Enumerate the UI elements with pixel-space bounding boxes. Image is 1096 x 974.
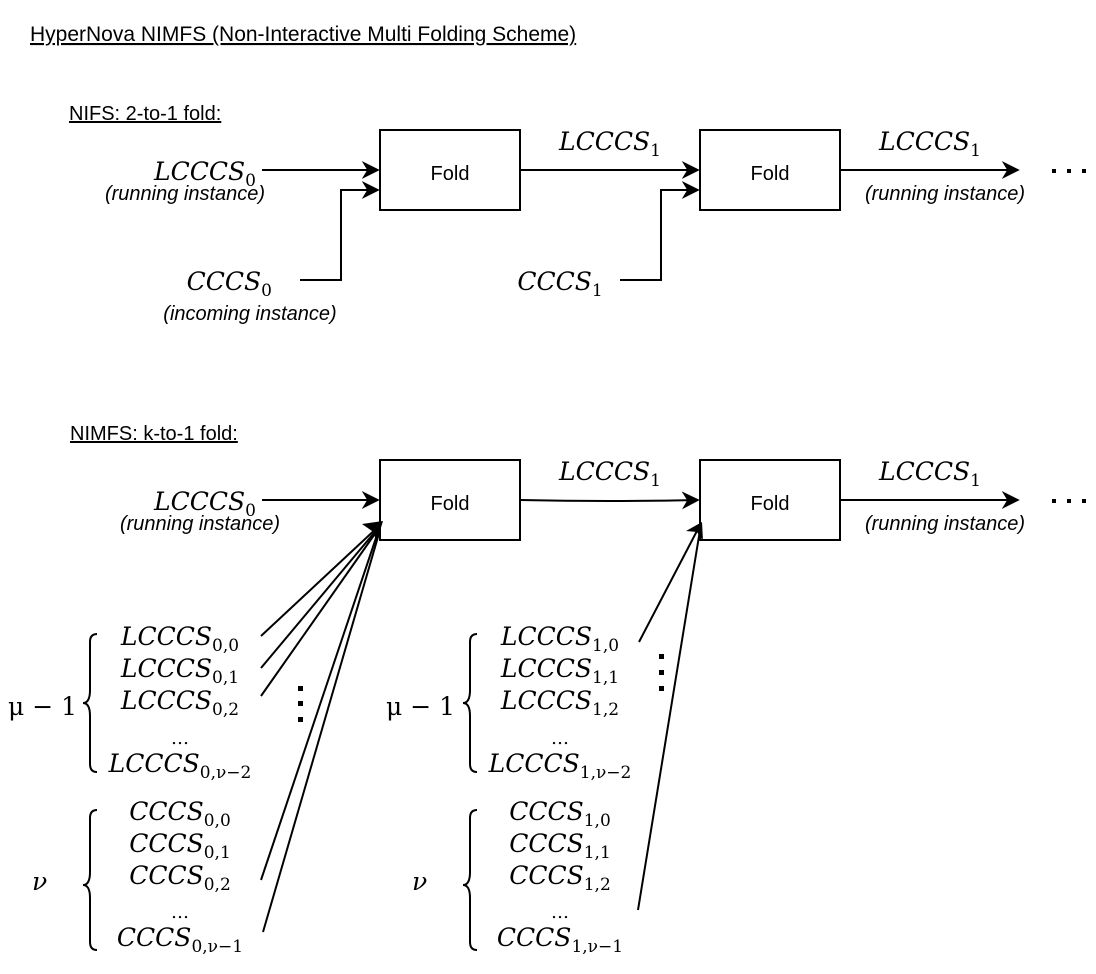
nimfs-fold-box-2: Fold (699, 459, 841, 541)
lcccs-count-label: μ − 1 (8, 692, 77, 721)
cccs-item: CCCS0,1 (129, 829, 231, 863)
cccs-count-label: ν (412, 867, 427, 896)
nifs-heading: NIFS: 2-to-1 fold: (69, 103, 221, 125)
nimfs-mid-output: LCCCS1 (558, 457, 661, 491)
lcccs-item: LCCCS0,2 (120, 686, 239, 720)
nifs-running-input: LCCCS0 (153, 157, 256, 191)
edge-lcccs-0-2 (260, 527, 380, 697)
cccs-item: CCCS1,ν−1 (497, 923, 623, 957)
nimfs-final-note: (running instance) (865, 513, 1025, 535)
nifs-continuation-dots (1052, 169, 1086, 173)
cccs-item: CCCS1,0 (509, 797, 611, 831)
edge-cccs-0-2 (260, 528, 380, 881)
edge-lcccs-1-0 (638, 526, 700, 643)
fold-label: Fold (751, 493, 790, 515)
nimfs-group-0: μ − 1 LCCCS0,0 LCCCS0,1 LCCCS0,2 … LCCCS… (8, 622, 251, 957)
nifs-running-note: (running instance) (105, 183, 265, 205)
left-brace-icon (82, 633, 98, 773)
lcccs-ellipsis: … (171, 728, 189, 749)
diagram-title: HyperNova NIMFS (Non-Interactive Multi F… (30, 23, 576, 46)
nifs-second-incoming: CCCS1 (517, 267, 602, 301)
fold-label: Fold (431, 163, 470, 185)
nimfs-group-1: μ − 1 LCCCS1,0 LCCCS1,1 LCCCS1,2 … LCCCS… (386, 622, 631, 957)
left-brace-icon (82, 809, 98, 951)
nimfs-final-output: LCCCS1 (878, 457, 981, 491)
lcccs-item: LCCCS1,1 (500, 654, 619, 688)
converging-arrowhead (362, 521, 383, 541)
lcccs-item: LCCCS1,0 (500, 622, 619, 656)
nimfs-fold2-inputs (637, 522, 703, 911)
fold-label: Fold (751, 163, 790, 185)
edge-nimfs-fold1-to-fold2 (519, 491, 700, 510)
cccs-item: CCCS0,2 (129, 861, 231, 895)
nifs-mid-output: LCCCS1 (558, 127, 661, 161)
left-brace-icon (462, 633, 478, 773)
edge-cccs-1-2 (637, 529, 701, 911)
nimfs-heading: NIMFS: k-to-1 fold: (70, 423, 238, 445)
lcccs-count-label: μ − 1 (386, 692, 455, 721)
edge-lcccs-0-1 (260, 526, 380, 669)
edge-lcccs-0-0 (260, 525, 380, 637)
edge-cccs-0-nu-1 (262, 529, 381, 933)
nimfs-running-input: LCCCS0 (153, 487, 256, 521)
nimfs-group1-ellipsis-dots (298, 686, 303, 722)
nimfs-group2-ellipsis-dots (659, 654, 664, 691)
nifs-fold-box-2: Fold (699, 129, 841, 211)
nimfs-continuation-dots (1052, 499, 1086, 503)
cccs-item: CCCS0,0 (129, 797, 231, 831)
lcccs-item: LCCCS0,0 (120, 622, 239, 656)
nifs-incoming-note: (incoming instance) (163, 303, 336, 325)
edge-incoming2-to-fold2 (620, 181, 700, 281)
lcccs-item: LCCCS1,ν−2 (488, 749, 632, 783)
lcccs-item: LCCCS0,1 (120, 654, 239, 688)
cccs-count-label: ν (32, 867, 47, 896)
converging-arrowhead (686, 522, 703, 541)
nimfs-running-note: (running instance) (120, 513, 280, 535)
cccs-ellipsis: … (171, 902, 189, 923)
lcccs-item: LCCCS0,ν−2 (108, 749, 252, 783)
cccs-item: CCCS0,ν−1 (117, 923, 243, 957)
edge-incoming-to-fold1 (300, 181, 380, 281)
lcccs-item: LCCCS1,2 (500, 686, 619, 720)
nifs-final-note: (running instance) (865, 183, 1025, 205)
nifs-fold-box-1: Fold (379, 129, 521, 211)
nimfs-fold-box-1: Fold (379, 459, 521, 541)
cccs-item: CCCS1,1 (509, 829, 611, 863)
lcccs-ellipsis: … (551, 728, 569, 749)
cccs-ellipsis: … (551, 902, 569, 923)
cccs-item: CCCS1,2 (509, 861, 611, 895)
nifs-incoming-input: CCCS0 (187, 267, 272, 301)
nimfs-fold1-inputs (260, 521, 383, 933)
nifs-final-output: LCCCS1 (878, 127, 981, 161)
fold-label: Fold (431, 493, 470, 515)
left-brace-icon (462, 809, 478, 951)
